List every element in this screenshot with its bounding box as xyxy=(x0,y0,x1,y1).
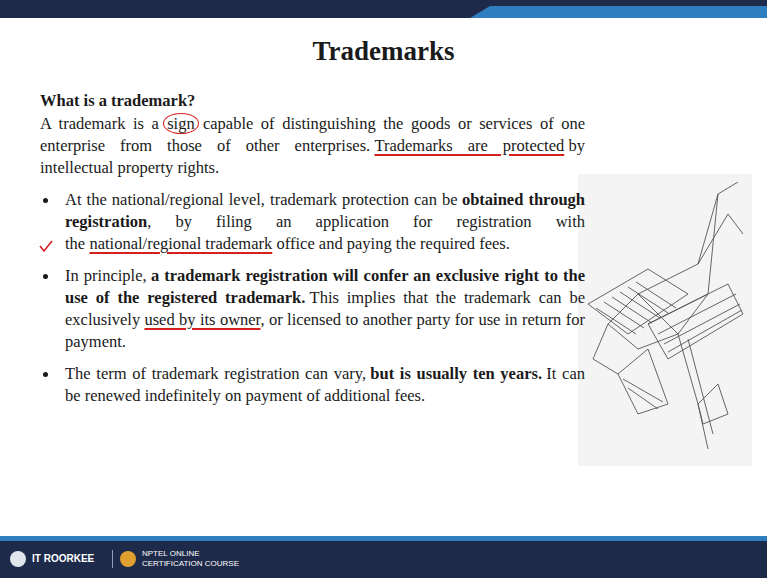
body-text: , or licensed to another party for use i… xyxy=(65,310,585,351)
body-text: office and paying the required fees. xyxy=(277,234,510,253)
top-bar-accent xyxy=(470,6,767,18)
body-text: A trademark is a xyxy=(40,114,159,133)
text-paragraph: A trademark is asigncapable of distingui… xyxy=(40,113,585,179)
footer-bar xyxy=(0,541,767,578)
slide-title: Trademarks xyxy=(0,36,767,67)
bullet-paragraph: In principle,a trademark registration wi… xyxy=(65,265,585,353)
underlined-text: used by its owner xyxy=(144,310,260,329)
text-paragraph: What is a trademark? xyxy=(40,90,600,112)
body-text: At the national/regional level, trademar… xyxy=(65,190,458,209)
footer-divider xyxy=(112,550,113,568)
footer-course: NPTEL ONLINE CERTIFICATION COURSE xyxy=(142,549,252,569)
check-mark xyxy=(40,241,52,251)
bold-text: What is a trademark? xyxy=(40,91,195,110)
underlined-text: national/regional trademark xyxy=(89,234,272,253)
bullet-paragraph: At the national/regional level, trademar… xyxy=(65,189,585,255)
body-text: The term of trademark registration can v… xyxy=(65,364,366,383)
circled-word: sign xyxy=(163,113,199,134)
nptel-logo xyxy=(120,551,136,567)
footer-line xyxy=(0,536,767,541)
sketch-illustration xyxy=(578,174,752,466)
footer-institute: IT ROORKEE xyxy=(32,553,94,564)
bold-text: but is usually ten years. xyxy=(370,364,542,383)
top-bar xyxy=(0,0,767,18)
bullet-dot xyxy=(43,198,48,203)
bullet-dot xyxy=(43,274,48,279)
body-text: In principle, xyxy=(65,266,147,285)
underlined-text: Trademarks are protected xyxy=(374,136,564,155)
bullet-dot xyxy=(43,372,48,377)
iit-logo xyxy=(10,551,26,567)
bullet-paragraph: The term of trademark registration can v… xyxy=(65,363,585,407)
